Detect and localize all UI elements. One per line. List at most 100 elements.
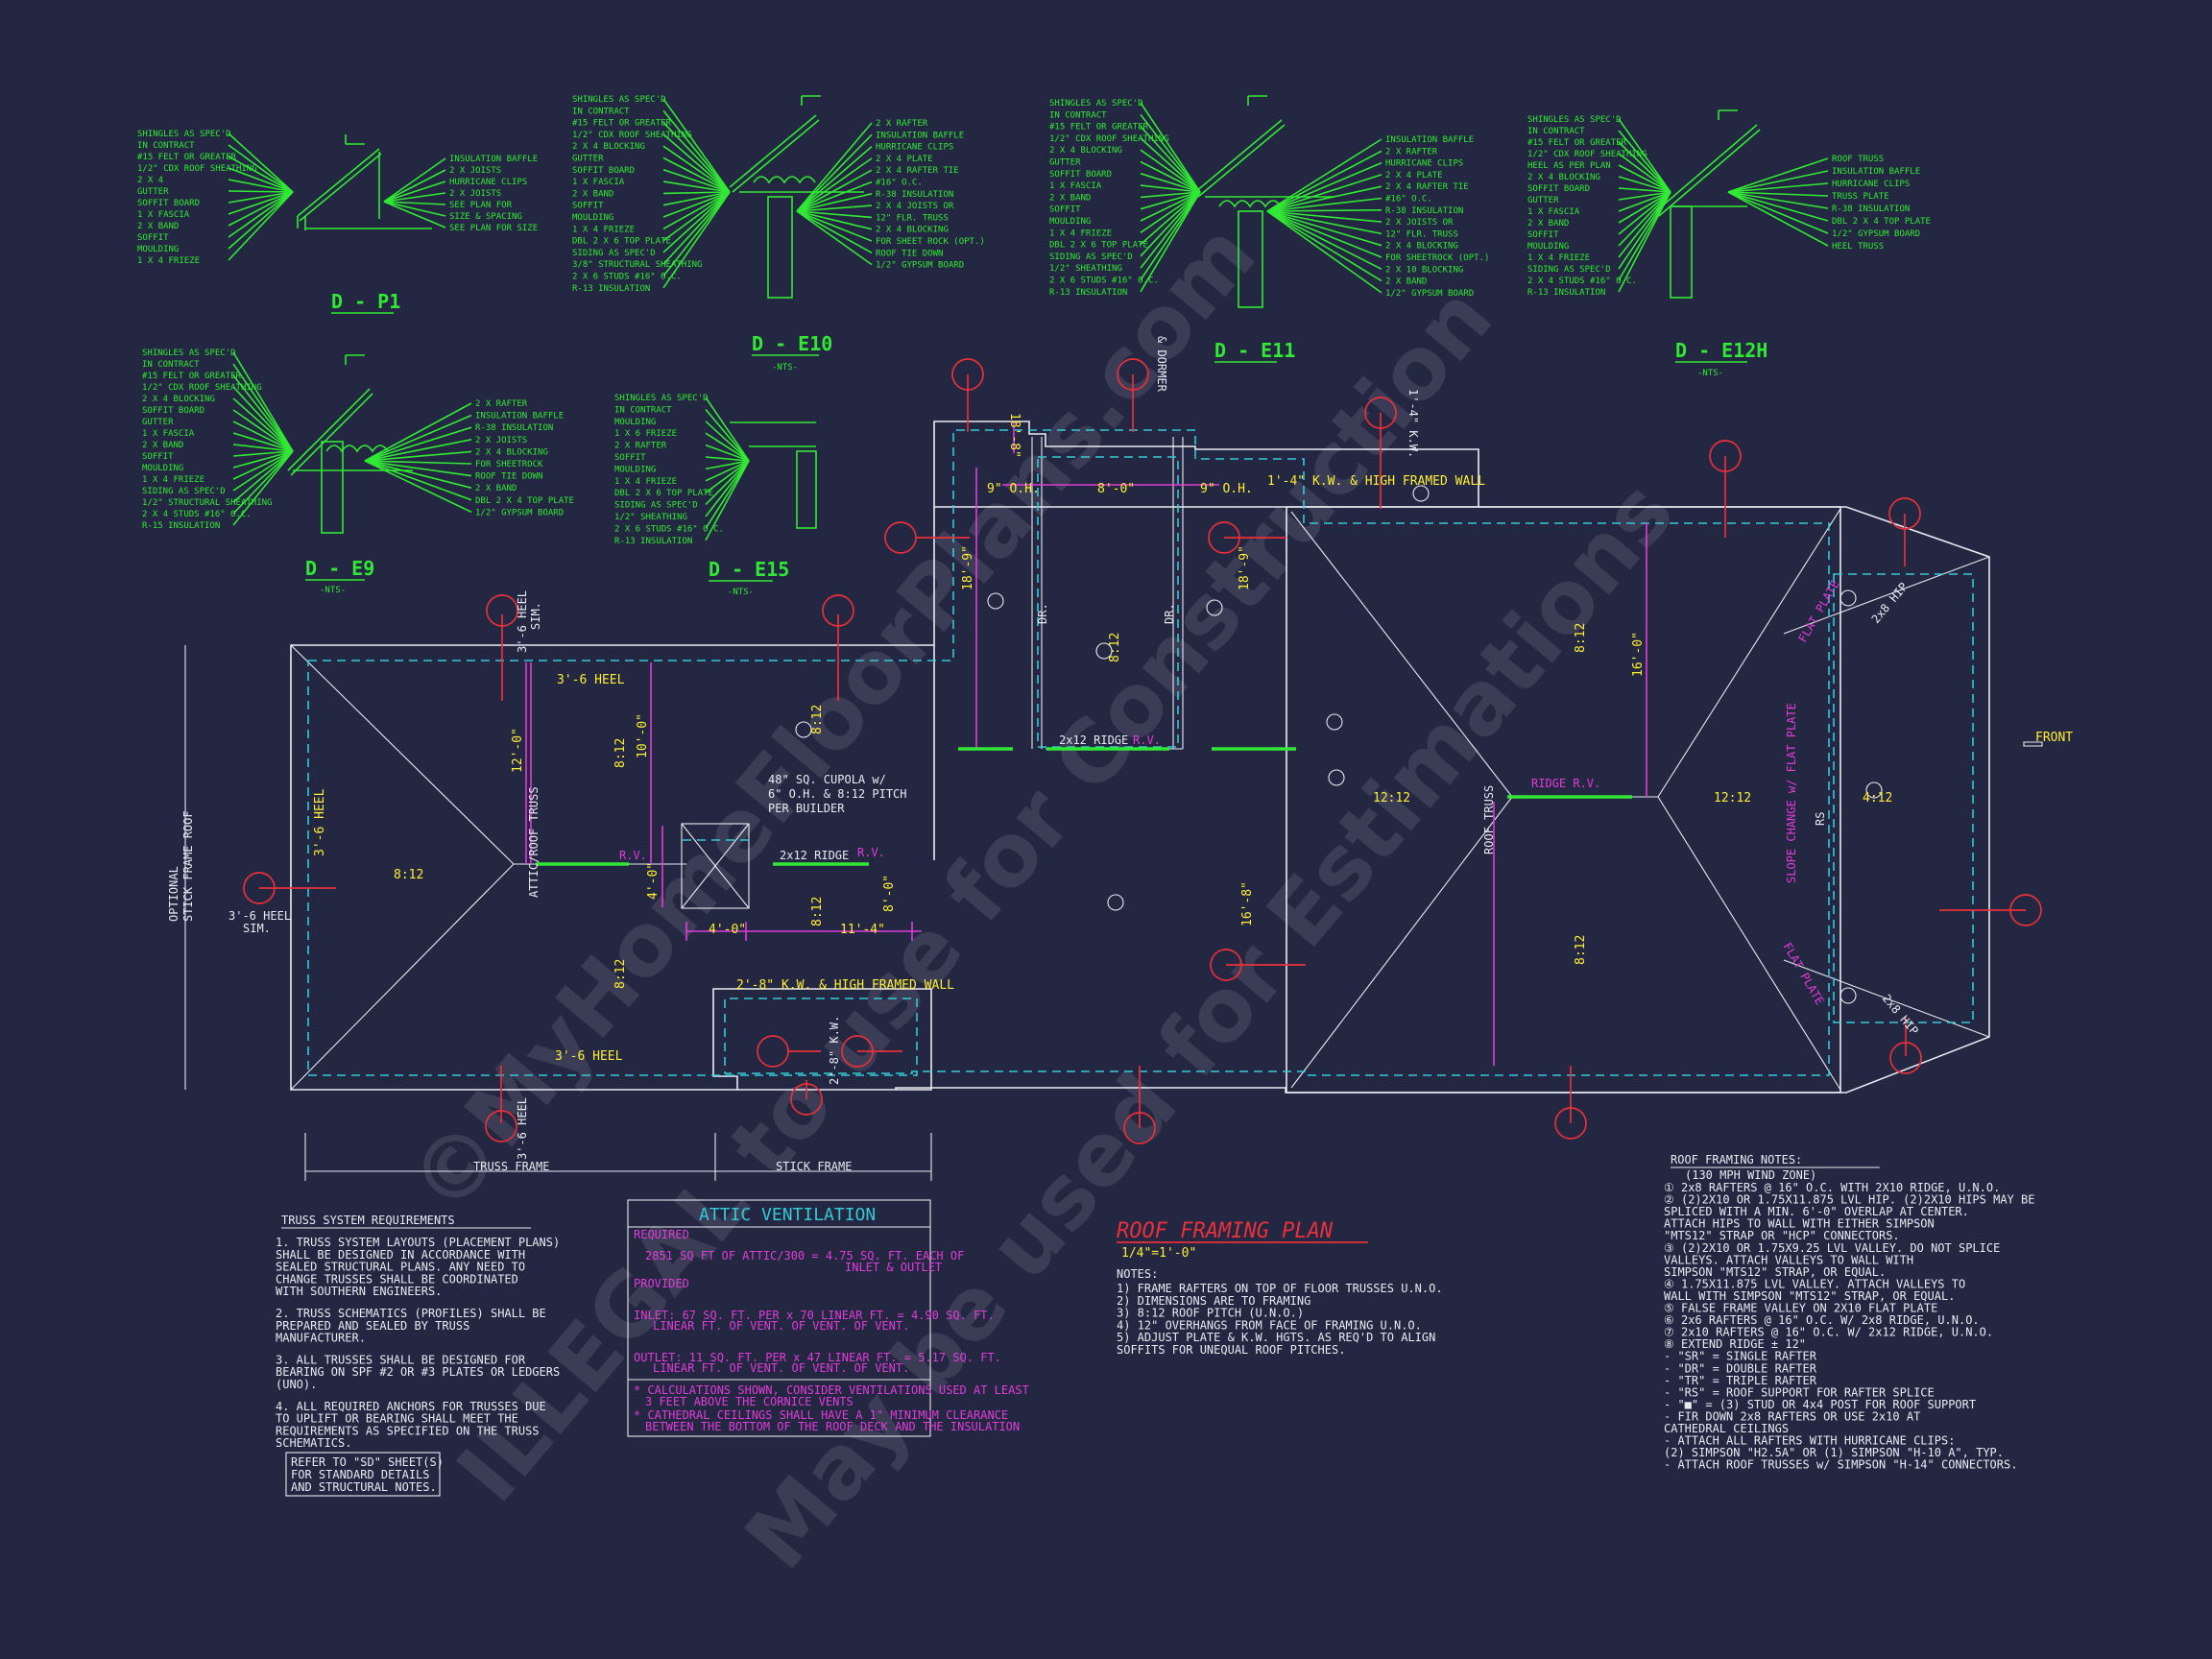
detail-label: 1 X 4 FRIEZE xyxy=(1049,228,1112,238)
detail-label: 1 X FASCIA xyxy=(572,178,625,187)
detail-label: 1/2" CDX ROOF SHEATHING xyxy=(1527,150,1647,159)
rfn-line: ⑧ EXTEND RIDGE ± 12" xyxy=(1664,1337,1806,1351)
detail-label: 1/2" SHEATHING xyxy=(1049,264,1122,274)
detail-label: 2 X RAFTER xyxy=(475,399,528,409)
detail-label: 1 X FASCIA xyxy=(137,210,190,220)
attic-ventilation: ATTIC VENTILATION REQUIRED 2851 SQ FT OF… xyxy=(627,1199,1029,1437)
detail-label: 2 X BAND xyxy=(1385,277,1427,287)
detail-label: IN CONTRACT xyxy=(137,141,195,151)
detail-label: INSULATION BAFFLE xyxy=(1385,135,1474,145)
label-dim-e: 11'-4" xyxy=(840,923,885,937)
detail-label: 1 X 4 FRIEZE xyxy=(1527,253,1590,263)
detail-label: 2 X BAND xyxy=(1527,219,1569,228)
detail-label: #15 FELT OR GREATER xyxy=(1049,123,1149,132)
detail-label: 2 X 4 BLOCKING xyxy=(876,226,949,235)
detail-label: SOFFIT xyxy=(142,452,174,462)
rfn-line: ④ 1.75X11.875 LVL VALLEY. ATTACH VALLEYS… xyxy=(1664,1277,1965,1290)
rfn-line: ⑤ FALSE FRAME VALLEY ON 2X10 FLAT PLATE xyxy=(1664,1302,1937,1315)
detail-label: 1/2" STRUCTURAL SHEATHING xyxy=(142,498,272,508)
rfn-line: - "SR" = SINGLE RAFTER xyxy=(1664,1350,1817,1363)
detail-label: HEEL AS PER PLAN xyxy=(1527,161,1611,171)
rfn-line: ⑥ 2x6 RAFTERS @ 16" O.C. W/ 2x8 RIDGE, U… xyxy=(1664,1313,1980,1327)
label-kw-bottom: 2'-8" K.W. & HIGH FRAMED WALL xyxy=(736,978,954,993)
label-dormer: & DORMER xyxy=(1155,336,1168,393)
label-cupola-2: 6" O.H. & 8:12 PITCH xyxy=(768,787,907,801)
detail-label: 2 X 4 STUDS #16" O.C. xyxy=(142,510,252,519)
detail-label: INSULATION BAFFLE xyxy=(1832,167,1920,177)
detail-label: SHINGLES AS SPEC'D xyxy=(1527,115,1622,125)
attic-outlet-1: OUTLET: 11 SQ. FT. PER x 47 LINEAR FT. =… xyxy=(634,1351,1001,1364)
detail-label: 2 X 4 PLATE xyxy=(1385,171,1443,180)
truss-box-line: FOR STANDARD DETAILS xyxy=(291,1468,430,1481)
detail-label: 2 X BAND xyxy=(1049,193,1091,203)
detail-label: 12" FLR. TRUSS xyxy=(1385,229,1458,239)
label-pitch: 8:12 xyxy=(613,959,628,989)
detail-label: 2 X JOISTS xyxy=(449,166,501,176)
roof-framing-notes: ROOF FRAMING NOTES: (130 MPH WIND ZONE) … xyxy=(1664,1153,2034,1472)
detail-sub: -NTS- xyxy=(728,588,754,597)
detail-label: DBL 2 X 6 TOP PLATE xyxy=(572,237,671,247)
truss-title: TRUSS SYSTEM REQUIREMENTS xyxy=(281,1214,455,1227)
detail-label: #15 FELT OR GREATER xyxy=(1527,138,1627,148)
detail-label: 2 X 4 BLOCKING xyxy=(1527,173,1600,182)
truss-req-line: 2. TRUSS SCHEMATICS (PROFILES) SHALL BE xyxy=(276,1307,546,1320)
detail-label: 2 X 4 BLOCKING xyxy=(142,395,215,404)
detail-label: IN CONTRACT xyxy=(1049,110,1107,120)
detail-label: DBL 2 X 4 TOP PLATE xyxy=(475,496,574,506)
detail-title: D - E9 xyxy=(305,557,374,580)
label-cupola-3: PER BUILDER xyxy=(768,802,845,815)
label-heel-sim-b: 3'-6 HEEL xyxy=(228,909,291,923)
detail-label: SHINGLES AS SPEC'D xyxy=(614,394,709,403)
attic-outlet-2: LINEAR FT. OF VENT. OF VENT. OF VENT. xyxy=(653,1361,909,1375)
detail-label: 2 X 4 RAFTER TIE xyxy=(876,166,959,176)
rfn-line: - "DR" = DOUBLE RAFTER xyxy=(1664,1361,1817,1375)
label-oh-mid: 8'-0" xyxy=(1097,482,1135,496)
label-oh-1: 9" O.H. xyxy=(987,482,1040,496)
detail-label: 2 X BAND xyxy=(142,441,183,450)
rfn-line: SPLICED WITH A MIN. 6'-0" OVERLAP AT CEN… xyxy=(1664,1205,1969,1218)
label-kw-vert-2: 2'-8" K.W. xyxy=(828,1016,841,1085)
detail-title: D - E10 xyxy=(752,332,832,355)
label-dim-h: 18'-9" xyxy=(961,545,975,590)
detail-label: 2 X 4 xyxy=(137,176,163,185)
detail-label: SOFFIT xyxy=(572,202,604,211)
detail-label: SIDING AS SPEC'D xyxy=(1049,252,1133,262)
attic-inlet-2: LINEAR FT. OF VENT. OF VENT. OF VENT. xyxy=(653,1319,909,1333)
label-rv: R.V. xyxy=(619,849,647,862)
detail-title: D - E12H xyxy=(1675,339,1767,362)
detail-label: 1/2" CDX ROOF SHEATHING xyxy=(142,383,262,393)
label-pitch2: 12:12 xyxy=(1714,791,1751,805)
truss-req-line: SEALED STRUCTURAL PLANS. ANY NEED TO xyxy=(276,1261,525,1274)
label-heel-top: 3'-6 HEEL xyxy=(557,673,625,687)
truss-req-line: BEARING ON SPF #2 OR #3 PLATES OR LEDGER… xyxy=(276,1365,560,1379)
detail-label: MOULDING xyxy=(1049,217,1091,227)
rfn-line: - ATTACH ALL RAFTERS WITH HURRICANE CLIP… xyxy=(1664,1434,1955,1448)
detail-label: HURRICANE CLIPS xyxy=(1385,159,1463,169)
attic-title: ATTIC VENTILATION xyxy=(699,1205,876,1225)
truss-box-line: AND STRUCTURAL NOTES. xyxy=(291,1480,437,1494)
label-pitch: 8:12 xyxy=(394,868,423,882)
detail-label: 2 X RAFTER xyxy=(876,119,928,129)
truss-req-line: SCHEMATICS. xyxy=(276,1436,351,1450)
detail-label: #16" O.C. xyxy=(876,179,923,188)
detail-label: 1 X 4 FRIEZE xyxy=(137,256,200,266)
detail-label: DBL 2 X 6 TOP PLATE xyxy=(614,489,713,498)
detail-label: 1/2" GYPSUM BOARD xyxy=(475,508,564,517)
detail-sub: -NTS- xyxy=(320,586,346,595)
detail-label: 1 X FASCIA xyxy=(142,429,195,439)
detail-label: 2 X BAND xyxy=(572,189,613,199)
label-ridge-rv: RIDGE R.V. xyxy=(1531,777,1600,790)
detail-label: SOFFIT xyxy=(137,233,169,243)
detail-label: #15 FELT OR GREATER xyxy=(137,153,237,162)
detail-label: SIDING AS SPEC'D xyxy=(614,501,698,511)
label-slope-change: SLOPE CHANGE w/ FLAT PLATE xyxy=(1785,703,1798,883)
label-dim-j: 18'-9" xyxy=(1238,545,1252,590)
label-sim: SIM. xyxy=(243,922,271,935)
label-dim-a: 12'-0" xyxy=(511,728,525,773)
detail-label: SOFFIT xyxy=(614,453,646,463)
detail-label: HEEL TRUSS xyxy=(1832,242,1884,252)
detail-label: 2 X 6 STUDS #16" O.C. xyxy=(614,524,724,534)
detail-label: GUTTER xyxy=(1049,158,1081,168)
rfn-line: - FIR DOWN 2x8 RAFTERS OR USE 2x10 AT xyxy=(1664,1409,1920,1423)
